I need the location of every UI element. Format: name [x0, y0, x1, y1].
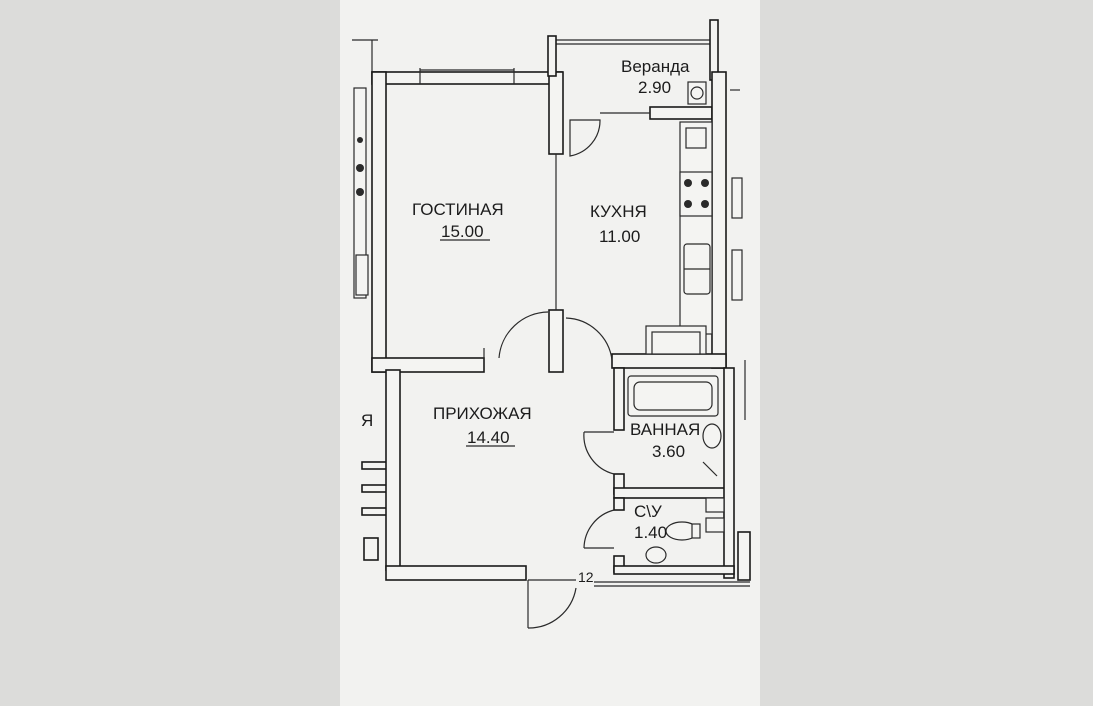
neighbor-fragments-right — [730, 89, 746, 420]
room-area-veranda: 2.90 — [638, 78, 671, 97]
room-area-wc: 1.40 — [634, 523, 667, 542]
kitchen-fixtures — [645, 81, 713, 355]
stair-number: 12 — [578, 569, 594, 585]
room-area-kitchen: 11.00 — [599, 227, 640, 246]
room-name-living: ГОСТИНАЯ — [412, 200, 504, 219]
room-labels: Веранда 2.90 ГОСТИНАЯ 15.00 КУХНЯ 11.00 … — [361, 57, 700, 585]
stove-burner-icon — [684, 179, 692, 187]
room-name-bathroom: ВАННАЯ — [630, 420, 700, 439]
bathroom-fixtures — [627, 375, 722, 477]
room-area-hall: 14.40 — [467, 428, 510, 447]
stove-burner-icon — [701, 200, 709, 208]
neighbor-edge-letter: Я — [361, 411, 373, 430]
room-area-bathroom: 3.60 — [652, 442, 685, 461]
room-name-wc: С\У — [634, 502, 662, 521]
stove-burner-icon — [684, 200, 692, 208]
wc-fixtures — [645, 497, 725, 564]
stove-burner-icon — [701, 179, 709, 187]
doors — [483, 119, 615, 629]
wc-sink-icon — [645, 546, 667, 564]
washbasin-icon — [702, 423, 722, 449]
room-name-hall: ПРИХОЖАЯ — [433, 404, 532, 423]
room-area-living: 15.00 — [441, 222, 484, 241]
room-name-veranda: Веранда — [621, 57, 690, 76]
room-name-kitchen: КУХНЯ — [590, 202, 647, 221]
neighbor-fragments-left — [352, 39, 389, 561]
